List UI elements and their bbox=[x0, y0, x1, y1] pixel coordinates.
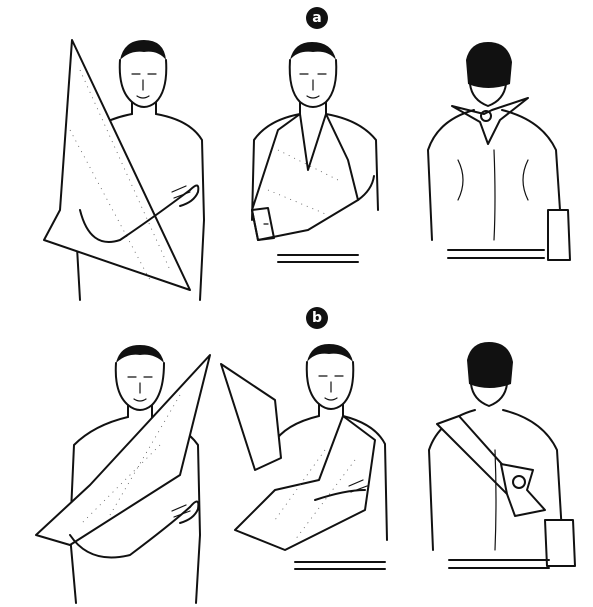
illustration-a3-sling-back bbox=[418, 40, 578, 265]
illustration-a2-sling-front bbox=[238, 40, 388, 265]
illustration-b1-triangle-over-shoulder bbox=[30, 335, 215, 605]
illustration-b3-sling-back-knot bbox=[415, 340, 580, 575]
step-label-b: b bbox=[306, 307, 328, 329]
illustration-b2-sling-wrapped bbox=[215, 340, 395, 575]
step-label-a: a bbox=[306, 7, 328, 29]
illustration-a1-triangle-held bbox=[40, 30, 215, 305]
